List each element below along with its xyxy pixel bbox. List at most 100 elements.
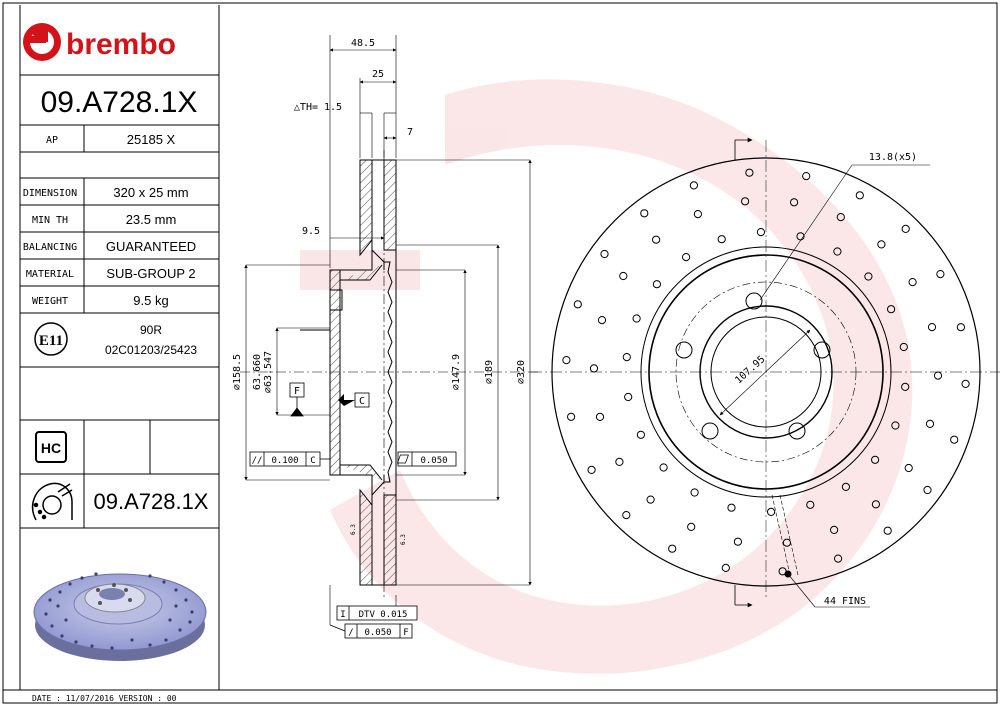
drill-hole — [883, 526, 892, 535]
dim-th: △TH= 1.5 — [294, 102, 342, 113]
spec-label-min-th: MIN TH — [32, 215, 68, 226]
drill-hole — [901, 224, 910, 233]
dim-7: 7 — [407, 127, 413, 138]
drill-hole — [806, 500, 815, 509]
drill-hole — [756, 228, 766, 237]
ap-value: 25185 X — [127, 132, 176, 147]
svg-text:0.050: 0.050 — [420, 456, 447, 466]
tolerance-flatness: 0.050 — [396, 451, 457, 467]
dim-320: ∅320 — [516, 360, 527, 384]
drill-hole — [961, 379, 970, 388]
drill-hole — [640, 209, 649, 218]
svg-text:/: / — [348, 628, 353, 638]
drill-hole — [841, 482, 851, 491]
spec-label-material: MATERIAL — [26, 269, 74, 280]
drill-hole — [887, 305, 896, 314]
drill-hole — [632, 314, 641, 323]
part-number-secondary: 09.A728.1X — [94, 489, 209, 514]
drill-hole — [833, 247, 842, 256]
drill-hole — [733, 537, 743, 546]
drill-hole — [901, 382, 910, 391]
holes-label: 13.8(x5) — [869, 152, 917, 163]
svg-text:F: F — [403, 628, 408, 638]
drill-hole — [636, 430, 646, 439]
drill-hole — [891, 421, 900, 430]
drill-hole — [668, 544, 677, 553]
drill-hole — [834, 554, 843, 563]
drill-hole — [933, 371, 943, 380]
drill-hole — [687, 522, 696, 532]
spec-value-min-th: 23.5 mm — [126, 212, 177, 227]
e11-approval-badge: E11 — [34, 322, 68, 356]
drill-hole — [652, 235, 661, 244]
spec-rows: DIMENSION 320 x 25 mm MIN TH 23.5 mm BAL… — [23, 185, 196, 308]
drill-hole — [796, 232, 805, 241]
tolerance-runout: / 0.050 F — [329, 623, 413, 639]
drill-hole — [871, 455, 880, 464]
e11-approval-number: 02C01203/25423 — [105, 343, 197, 357]
drill-hole — [767, 507, 776, 516]
hc-badge: HC — [35, 431, 67, 463]
drill-hole — [864, 272, 873, 281]
hc-badge-text: HC — [41, 440, 61, 456]
disc-section-view — [240, 150, 540, 600]
dim-48-5: 48.5 — [351, 38, 375, 49]
ap-label: AP — [46, 135, 58, 146]
drill-hole — [562, 356, 571, 365]
svg-text://: // — [252, 456, 263, 466]
spec-label-weight: WEIGHT — [32, 296, 68, 307]
drill-hole — [778, 567, 787, 576]
svg-text:C: C — [359, 396, 365, 407]
cross-drill-holes — [562, 168, 970, 576]
drill-hole — [956, 323, 966, 332]
roughness-right: 6.3 — [400, 534, 407, 545]
dim-9-5: 9.5 — [302, 226, 320, 237]
drill-hole — [950, 435, 959, 444]
disc-type-icon — [31, 482, 73, 521]
svg-text:F: F — [294, 386, 300, 397]
drill-hole — [622, 510, 631, 520]
drill-hole — [790, 198, 799, 207]
spec-label-balancing: BALANCING — [23, 242, 77, 253]
spec-value-dimension: 320 x 25 mm — [113, 185, 188, 200]
svg-text:0.100: 0.100 — [271, 456, 298, 466]
drill-hole — [855, 191, 864, 200]
section-dimension-lines — [244, 35, 532, 625]
drill-hole — [923, 485, 932, 495]
drill-hole — [652, 280, 662, 289]
part-number-title: 09.A728.1X — [41, 86, 198, 119]
dim-147-9: ∅147.9 — [451, 354, 462, 390]
drill-hole — [693, 210, 703, 219]
drill-hole — [871, 500, 881, 509]
drill-hole — [595, 412, 605, 421]
drill-hole — [600, 249, 609, 259]
datum-c: C — [338, 392, 370, 408]
section-dimension-labels: 48.5 25 △TH= 1.5 7 9.5 ∅158.5 63.660 ∅63… — [232, 38, 527, 393]
drill-hole — [721, 563, 730, 573]
brand-name: brembo — [66, 28, 176, 61]
drill-hole — [646, 495, 655, 504]
drill-hole — [936, 270, 945, 279]
drill-hole — [877, 240, 886, 249]
drill-hole — [927, 323, 937, 332]
drill-hole — [836, 213, 845, 222]
drill-hole — [899, 342, 908, 352]
fins-label: 44 FINS — [824, 596, 866, 607]
drill-hole — [624, 392, 633, 402]
drill-hole — [597, 316, 607, 325]
drill-hole — [573, 300, 582, 309]
drill-hole — [689, 181, 699, 190]
datum-f: F — [289, 382, 305, 417]
drill-hole — [741, 197, 750, 206]
svg-text:I: I — [340, 610, 345, 620]
drill-hole — [802, 172, 811, 181]
footer-date-version: DATE : 11/07/2016 VERSION : 00 — [32, 694, 177, 703]
spec-value-material: SUB-GROUP 2 — [106, 266, 195, 281]
svg-text:C: C — [310, 456, 315, 466]
drill-hole — [619, 271, 628, 281]
tolerance-dtv: I DTV 0.015 — [336, 605, 418, 621]
spec-panel-grid — [3, 5, 997, 691]
brembo-logo — [23, 23, 61, 61]
